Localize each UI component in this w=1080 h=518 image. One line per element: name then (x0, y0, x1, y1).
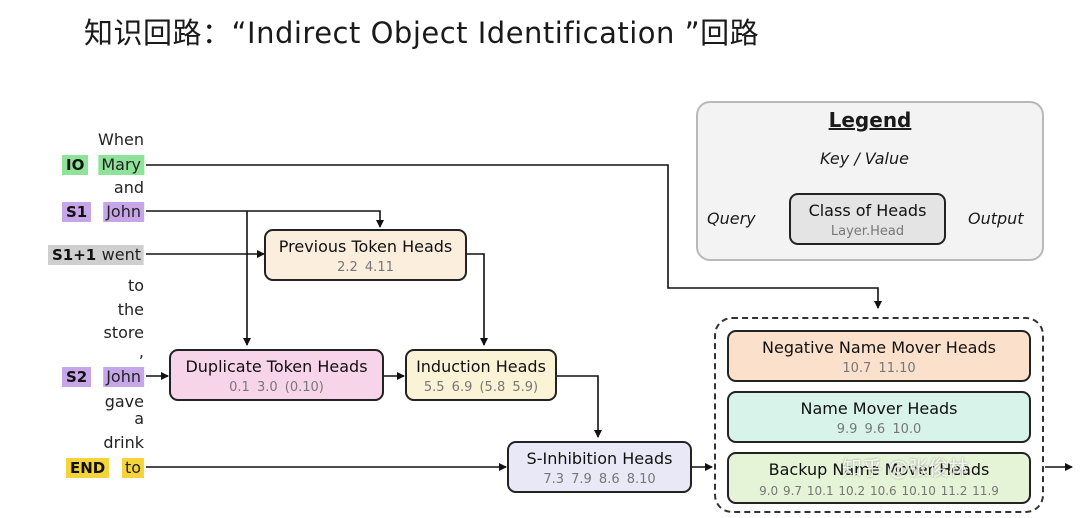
wire-induction-to-s-inhibition (556, 375, 602, 438)
induction-heads-list: 5.5 6.9 (5.8 5.9) (423, 380, 539, 395)
duplicate-token-heads-list: 0.1 3.0 (0.10) (229, 380, 324, 395)
token-to-end: to (121, 458, 144, 478)
negative-name-mover-heads-box: Negative Name Mover Heads 10.7 11.10 (727, 330, 1031, 382)
duplicate-token-heads-label: Duplicate Token Heads (185, 357, 368, 376)
watermark: 知乎 @张俊林 (842, 456, 969, 480)
backup-name-mover-heads-list: 9.0 9.7 10.1 10.2 10.6 10.10 11.2 11.9 (759, 484, 999, 498)
io-tag: IO (62, 155, 89, 175)
token-comma: , (138, 342, 144, 361)
induction-heads-box: Induction Heads 5.5 6.9 (5.8 5.9) (405, 349, 557, 401)
s1-tag: S1 (62, 202, 92, 222)
legend-layer-head-label: Layer.Head (830, 224, 905, 239)
s-inhibition-heads-box: S-Inhibition Heads 7.3 7.9 8.6 8.10 (507, 441, 692, 493)
token-mary: Mary (98, 155, 144, 175)
token-the: the (117, 300, 144, 319)
wire-s1-to-previous-token (146, 210, 384, 228)
token-and: and (113, 178, 144, 197)
wire-io-to-movers (146, 164, 882, 309)
token-went: went (98, 245, 144, 265)
name-mover-heads-box: Name Mover Heads 9.9 9.6 10.0 (727, 391, 1031, 443)
previous-token-heads-box: Previous Token Heads 2.2 4.11 (264, 229, 467, 281)
token-to: to (127, 276, 144, 295)
induction-heads-label: Induction Heads (416, 357, 546, 376)
legend-key-value-label: Key / Value (820, 149, 909, 168)
s-inhibition-heads-label: S-Inhibition Heads (526, 449, 673, 468)
negative-name-mover-heads-label: Negative Name Mover Heads (762, 338, 996, 357)
duplicate-token-heads-box: Duplicate Token Heads 0.1 3.0 (0.10) (169, 349, 384, 401)
previous-token-heads-label: Previous Token Heads (278, 237, 453, 256)
token-when: When (98, 130, 144, 149)
name-mover-heads-label: Name Mover Heads (800, 399, 958, 418)
legend-output-label: Output (968, 209, 1024, 228)
end-tag: END (66, 458, 110, 478)
legend-class-of-heads-label: Class of Heads (808, 201, 927, 220)
name-mover-heads-list: 9.9 9.6 10.0 (836, 422, 922, 437)
s2-tag: S2 (62, 367, 92, 387)
s1p1-tag: S1+1 (48, 245, 101, 265)
s-inhibition-heads-list: 7.3 7.9 8.6 8.10 (543, 472, 656, 487)
token-gave: gave (104, 392, 144, 411)
token-store: store (103, 323, 144, 342)
wire-previous-to-induction (466, 253, 488, 346)
legend-title: Legend (828, 108, 912, 132)
token-a: a (134, 409, 144, 428)
backup-name-mover-heads-label: Backup Name Mover Heads (768, 460, 990, 479)
previous-token-heads-list: 2.2 4.11 (337, 260, 394, 275)
token-john-s1: John (103, 202, 144, 222)
legend-query-label: Query (707, 209, 756, 228)
negative-name-mover-heads-list: 10.7 11.10 (842, 361, 916, 376)
name-mover-group-frame (714, 317, 1044, 513)
legend-class-of-heads-box: Class of Heads Layer.Head (789, 193, 946, 245)
backup-name-mover-heads-box: Backup Name Mover Heads 9.0 9.7 10.1 10.… (727, 452, 1031, 504)
page-title: 知识回路：“Indirect Object Identification ”回路 (84, 16, 760, 50)
token-john-s2: John (103, 367, 144, 387)
token-drink: drink (103, 433, 144, 452)
